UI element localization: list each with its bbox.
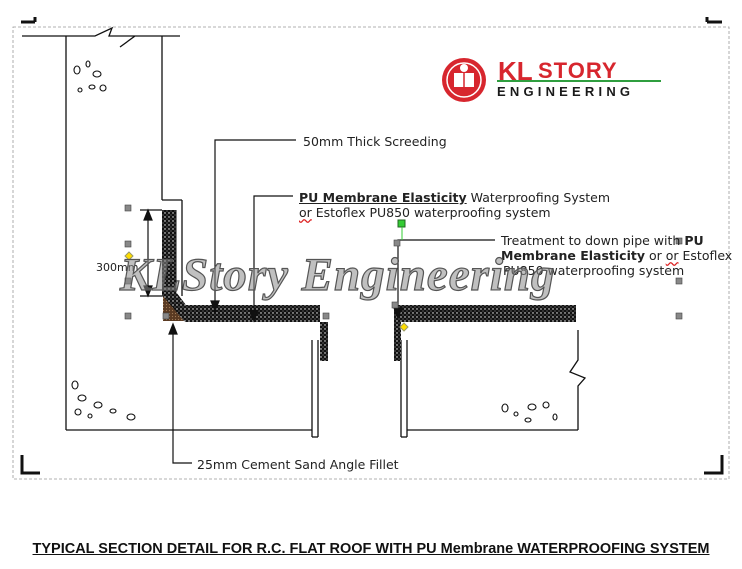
drawing-caption: TYPICAL SECTION DETAIL FOR R.C. FLAT ROO…: [32, 541, 710, 557]
rotate-handle: [397, 219, 406, 228]
logo-engineering: ENGINEERING: [497, 84, 635, 99]
label-pipe-line2-or: or: [665, 248, 679, 263]
label-screeding: 50mm Thick Screeding: [303, 134, 447, 149]
label-pipe-line1-pre: Treatment to down pipe with: [501, 233, 685, 248]
selection-handles: [124, 204, 683, 320]
logo-kl: KL: [498, 56, 533, 86]
label-pipe-line2-bold: Membrane Elasticity: [501, 248, 645, 263]
label-pipe-line2-pre: or: [645, 248, 666, 263]
label-dimension: 300mm: [96, 261, 139, 274]
corner-marks: [20, 17, 724, 475]
label-pu-alt-rest: Estoflex PU850 waterproofing system: [311, 205, 551, 220]
logo-icon: [442, 58, 486, 102]
label-fillet: 25mm Cement Sand Angle Fillet: [197, 457, 399, 472]
aggregate-stones: [71, 60, 558, 423]
label-pu-system: PU Membrane Elasticity Waterproofing Sys…: [299, 190, 610, 205]
diamond-handle: [124, 251, 134, 261]
page-frame: [12, 26, 730, 480]
label-pu-alt-or: or: [299, 205, 312, 220]
label-pipe-line2-rest: Estoflex: [678, 248, 733, 263]
logo-story: STORY: [538, 58, 618, 83]
parapet-wall: [22, 26, 587, 438]
label-pipe-line1: Treatment to down pipe with PU: [501, 233, 704, 248]
diamond-handle-2: [399, 322, 409, 332]
label-pipe-line1-bold: PU: [684, 233, 704, 248]
label-pu-system-rest: Waterproofing System: [466, 190, 611, 205]
watermark: KLStory Engineering: [119, 248, 556, 301]
label-pu-alt: or Estoflex PU850 waterproofing system: [299, 205, 551, 220]
label-pu-system-bold: PU Membrane Elasticity: [299, 190, 467, 205]
label-pipe-line2: Membrane Elasticity or or Estoflex: [501, 248, 732, 263]
label-pipe-line3: PU850 waterproofing system: [503, 263, 685, 278]
